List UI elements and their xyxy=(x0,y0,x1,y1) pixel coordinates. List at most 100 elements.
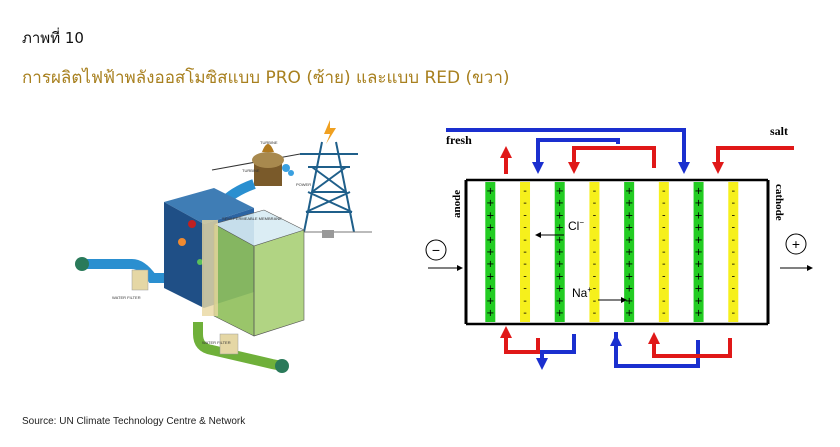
fresh-return-arrow xyxy=(532,138,620,174)
membrane-charge-symbol: - xyxy=(731,284,735,295)
membrane-charge-symbol: - xyxy=(731,198,735,209)
membrane-charge-symbol: + xyxy=(556,259,564,270)
membrane-charge-symbol: - xyxy=(523,271,527,282)
membrane-charge-symbol: - xyxy=(593,198,597,209)
salt-label: salt xyxy=(770,124,788,138)
membrane-stack: +++++++++++-----------+++++++++++-------… xyxy=(485,182,739,322)
water-filter-2 xyxy=(219,333,239,355)
fresh-inflow-arrow xyxy=(446,128,690,174)
membrane-charge-symbol: + xyxy=(486,308,494,319)
fresh-inlet-pipe xyxy=(193,322,283,371)
figure-label: ภาพที่ 10 xyxy=(22,29,84,47)
cathode-sign: + xyxy=(792,236,800,252)
membrane-charge-symbol: + xyxy=(694,271,702,282)
membrane-charge-symbol: - xyxy=(523,259,527,270)
membrane-charge-symbol: - xyxy=(593,186,597,197)
chloride-ion: Cl− xyxy=(568,218,584,233)
membrane-charge-symbol: - xyxy=(523,223,527,234)
membrane-charge-symbol: + xyxy=(694,247,702,258)
membrane-charge-symbol: - xyxy=(662,284,666,295)
membrane-charge-symbol: - xyxy=(523,210,527,221)
membrane-charge-symbol: + xyxy=(556,284,564,295)
membrane-charge-symbol: + xyxy=(694,235,702,246)
membrane-charge-symbol: - xyxy=(662,296,666,307)
cation-membrane xyxy=(693,182,704,322)
membrane-charge-symbol: - xyxy=(523,247,527,258)
membrane-charge-symbol: + xyxy=(486,198,494,209)
salt-bottom-loop xyxy=(500,326,540,354)
anion-membrane xyxy=(520,182,531,322)
tower-base xyxy=(322,230,334,238)
membrane-charge-symbol: - xyxy=(662,247,666,258)
membrane-charge-symbol: - xyxy=(523,284,527,295)
membrane-charge-symbol: - xyxy=(731,223,735,234)
sodium-ion: Na+ xyxy=(572,285,592,300)
membrane-charge-symbol: - xyxy=(523,308,527,319)
red-diagram: +++++++++++-----------+++++++++++-------… xyxy=(425,124,813,370)
membrane-charge-symbol: - xyxy=(731,186,735,197)
membrane-charge-symbol: + xyxy=(486,284,494,295)
membrane-charge-symbol: - xyxy=(731,235,735,246)
membrane-charge-symbol: - xyxy=(523,186,527,197)
cation-membrane xyxy=(485,182,496,322)
membrane-charge-symbol: + xyxy=(556,296,564,307)
membrane-charge-symbol: + xyxy=(694,186,702,197)
membrane-charge-symbol: + xyxy=(694,259,702,270)
membrane-charge-symbol: + xyxy=(694,223,702,234)
fresh-label: fresh xyxy=(446,133,472,147)
page-title: การผลิตไฟฟ้าพลังออสโมซิสแบบ PRO (ซ้าย) แ… xyxy=(22,68,510,88)
membrane-charge-symbol: + xyxy=(486,235,494,246)
anion-membrane xyxy=(658,182,669,322)
power-label: POWER xyxy=(296,182,311,187)
membrane-charge-symbol: - xyxy=(731,210,735,221)
membrane-charge-symbol: - xyxy=(662,271,666,282)
cathode-label: cathode xyxy=(773,184,785,221)
membrane-charge-symbol: + xyxy=(556,235,564,246)
membrane-charge-symbol: + xyxy=(625,259,633,270)
membrane-charge-symbol: + xyxy=(694,296,702,307)
salt-loop-arrow xyxy=(568,146,656,174)
membrane-charge-symbol: - xyxy=(662,198,666,209)
cation-membrane xyxy=(624,182,635,322)
membrane-charge-symbol: - xyxy=(662,308,666,319)
anion-membrane xyxy=(589,182,600,322)
cation-membrane xyxy=(554,182,565,322)
membrane-charge-symbol: + xyxy=(694,284,702,295)
membrane-charge-symbol: + xyxy=(556,186,564,197)
cathode-terminal xyxy=(785,233,807,255)
membrane-charge-symbol: + xyxy=(486,296,494,307)
salt-inflow-arrow xyxy=(712,146,794,174)
membrane-charge-symbol: - xyxy=(731,296,735,307)
turbine-label: TURBINE xyxy=(242,168,260,173)
membrane-charge-symbol: - xyxy=(593,308,597,319)
membrane-label: SEMI-PERMEABLE MEMBRANE xyxy=(222,216,282,221)
membrane-charge-symbol: - xyxy=(731,259,735,270)
membrane-charge-symbol: + xyxy=(625,247,633,258)
membrane-charge-symbol: + xyxy=(625,296,633,307)
membrane-charge-symbol: - xyxy=(662,223,666,234)
water-filter-1 xyxy=(131,269,149,291)
membrane-charge-symbol: + xyxy=(486,210,494,221)
membrane-charge-symbol: - xyxy=(731,308,735,319)
membrane-charge-symbol: - xyxy=(593,247,597,258)
salt-bottom-out xyxy=(648,332,732,358)
anion-membrane xyxy=(728,182,739,322)
turbine-icon xyxy=(252,144,294,186)
membrane-charge-symbol: + xyxy=(625,198,633,209)
membrane-charge-symbol: - xyxy=(662,259,666,270)
membrane-charge-symbol: + xyxy=(556,308,564,319)
membrane-charge-symbol: - xyxy=(523,235,527,246)
lightning-icon xyxy=(324,120,336,144)
membrane-charge-symbol: + xyxy=(486,259,494,270)
salt-inlet-pipe xyxy=(82,259,164,283)
membrane-charge-symbol: - xyxy=(731,271,735,282)
globe-icon xyxy=(75,257,89,271)
membrane-charge-symbol: + xyxy=(694,308,702,319)
membrane-charge-symbol: - xyxy=(593,296,597,307)
membrane-charge-symbol: + xyxy=(556,198,564,209)
membrane xyxy=(202,220,218,316)
membrane-charge-symbol: + xyxy=(486,223,494,234)
membrane-charge-symbol: + xyxy=(625,186,633,197)
source-credit: Source: UN Climate Technology Centre & N… xyxy=(22,416,246,427)
membrane-charge-symbol: + xyxy=(556,271,564,282)
